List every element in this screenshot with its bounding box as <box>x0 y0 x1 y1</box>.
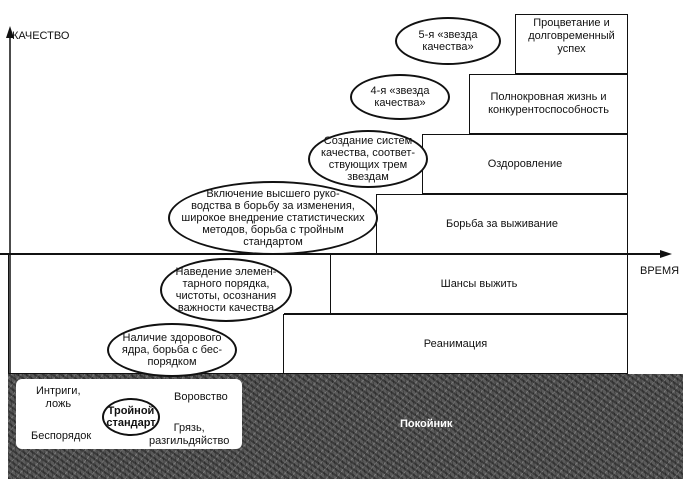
step-oval-management-involvement: Включение высшего руко- водства в борьбу… <box>168 181 378 255</box>
theft-label: Воровство <box>174 391 228 403</box>
step-oval-4th-star: 4-я «звезда качества» <box>350 74 450 120</box>
stage-box-reanimation: Реанимация <box>283 314 628 374</box>
y-axis-label: КАЧЕСТВО <box>12 30 70 42</box>
stage-box-prosperity: Процветание и долговременный успех <box>515 14 628 74</box>
death-label: Покойник <box>400 418 453 430</box>
stage-box-recovery: Оздоровление <box>422 134 628 194</box>
y-axis-arrow <box>6 26 14 38</box>
step-oval-5th-star: 5-я «звезда качества» <box>395 17 501 65</box>
x-axis-arrow <box>660 250 672 258</box>
stage-box-survival-chance: Шансы выжить <box>330 254 628 314</box>
step-oval-healthy-core: Наличие здорового ядра, борьба с бес- по… <box>107 323 237 377</box>
intrigue-label: Интриги, ложь <box>36 385 81 410</box>
triple-standard-oval: Тройной стандарт <box>102 398 160 436</box>
stage-box-full-life: Полнокровная жизнь и конкурентоспособнос… <box>469 74 628 134</box>
step-oval-basic-order: Наведение элемен- тарного порядка, чисто… <box>160 258 292 322</box>
dirt-label: Грязь, разгильдяйство <box>149 422 230 447</box>
disorder-label: Беспорядок <box>31 430 92 442</box>
x-axis-label: ВРЕМЯ <box>640 265 680 277</box>
step-oval-quality-systems: Создание систем качества, соответ- ствую… <box>308 130 428 188</box>
